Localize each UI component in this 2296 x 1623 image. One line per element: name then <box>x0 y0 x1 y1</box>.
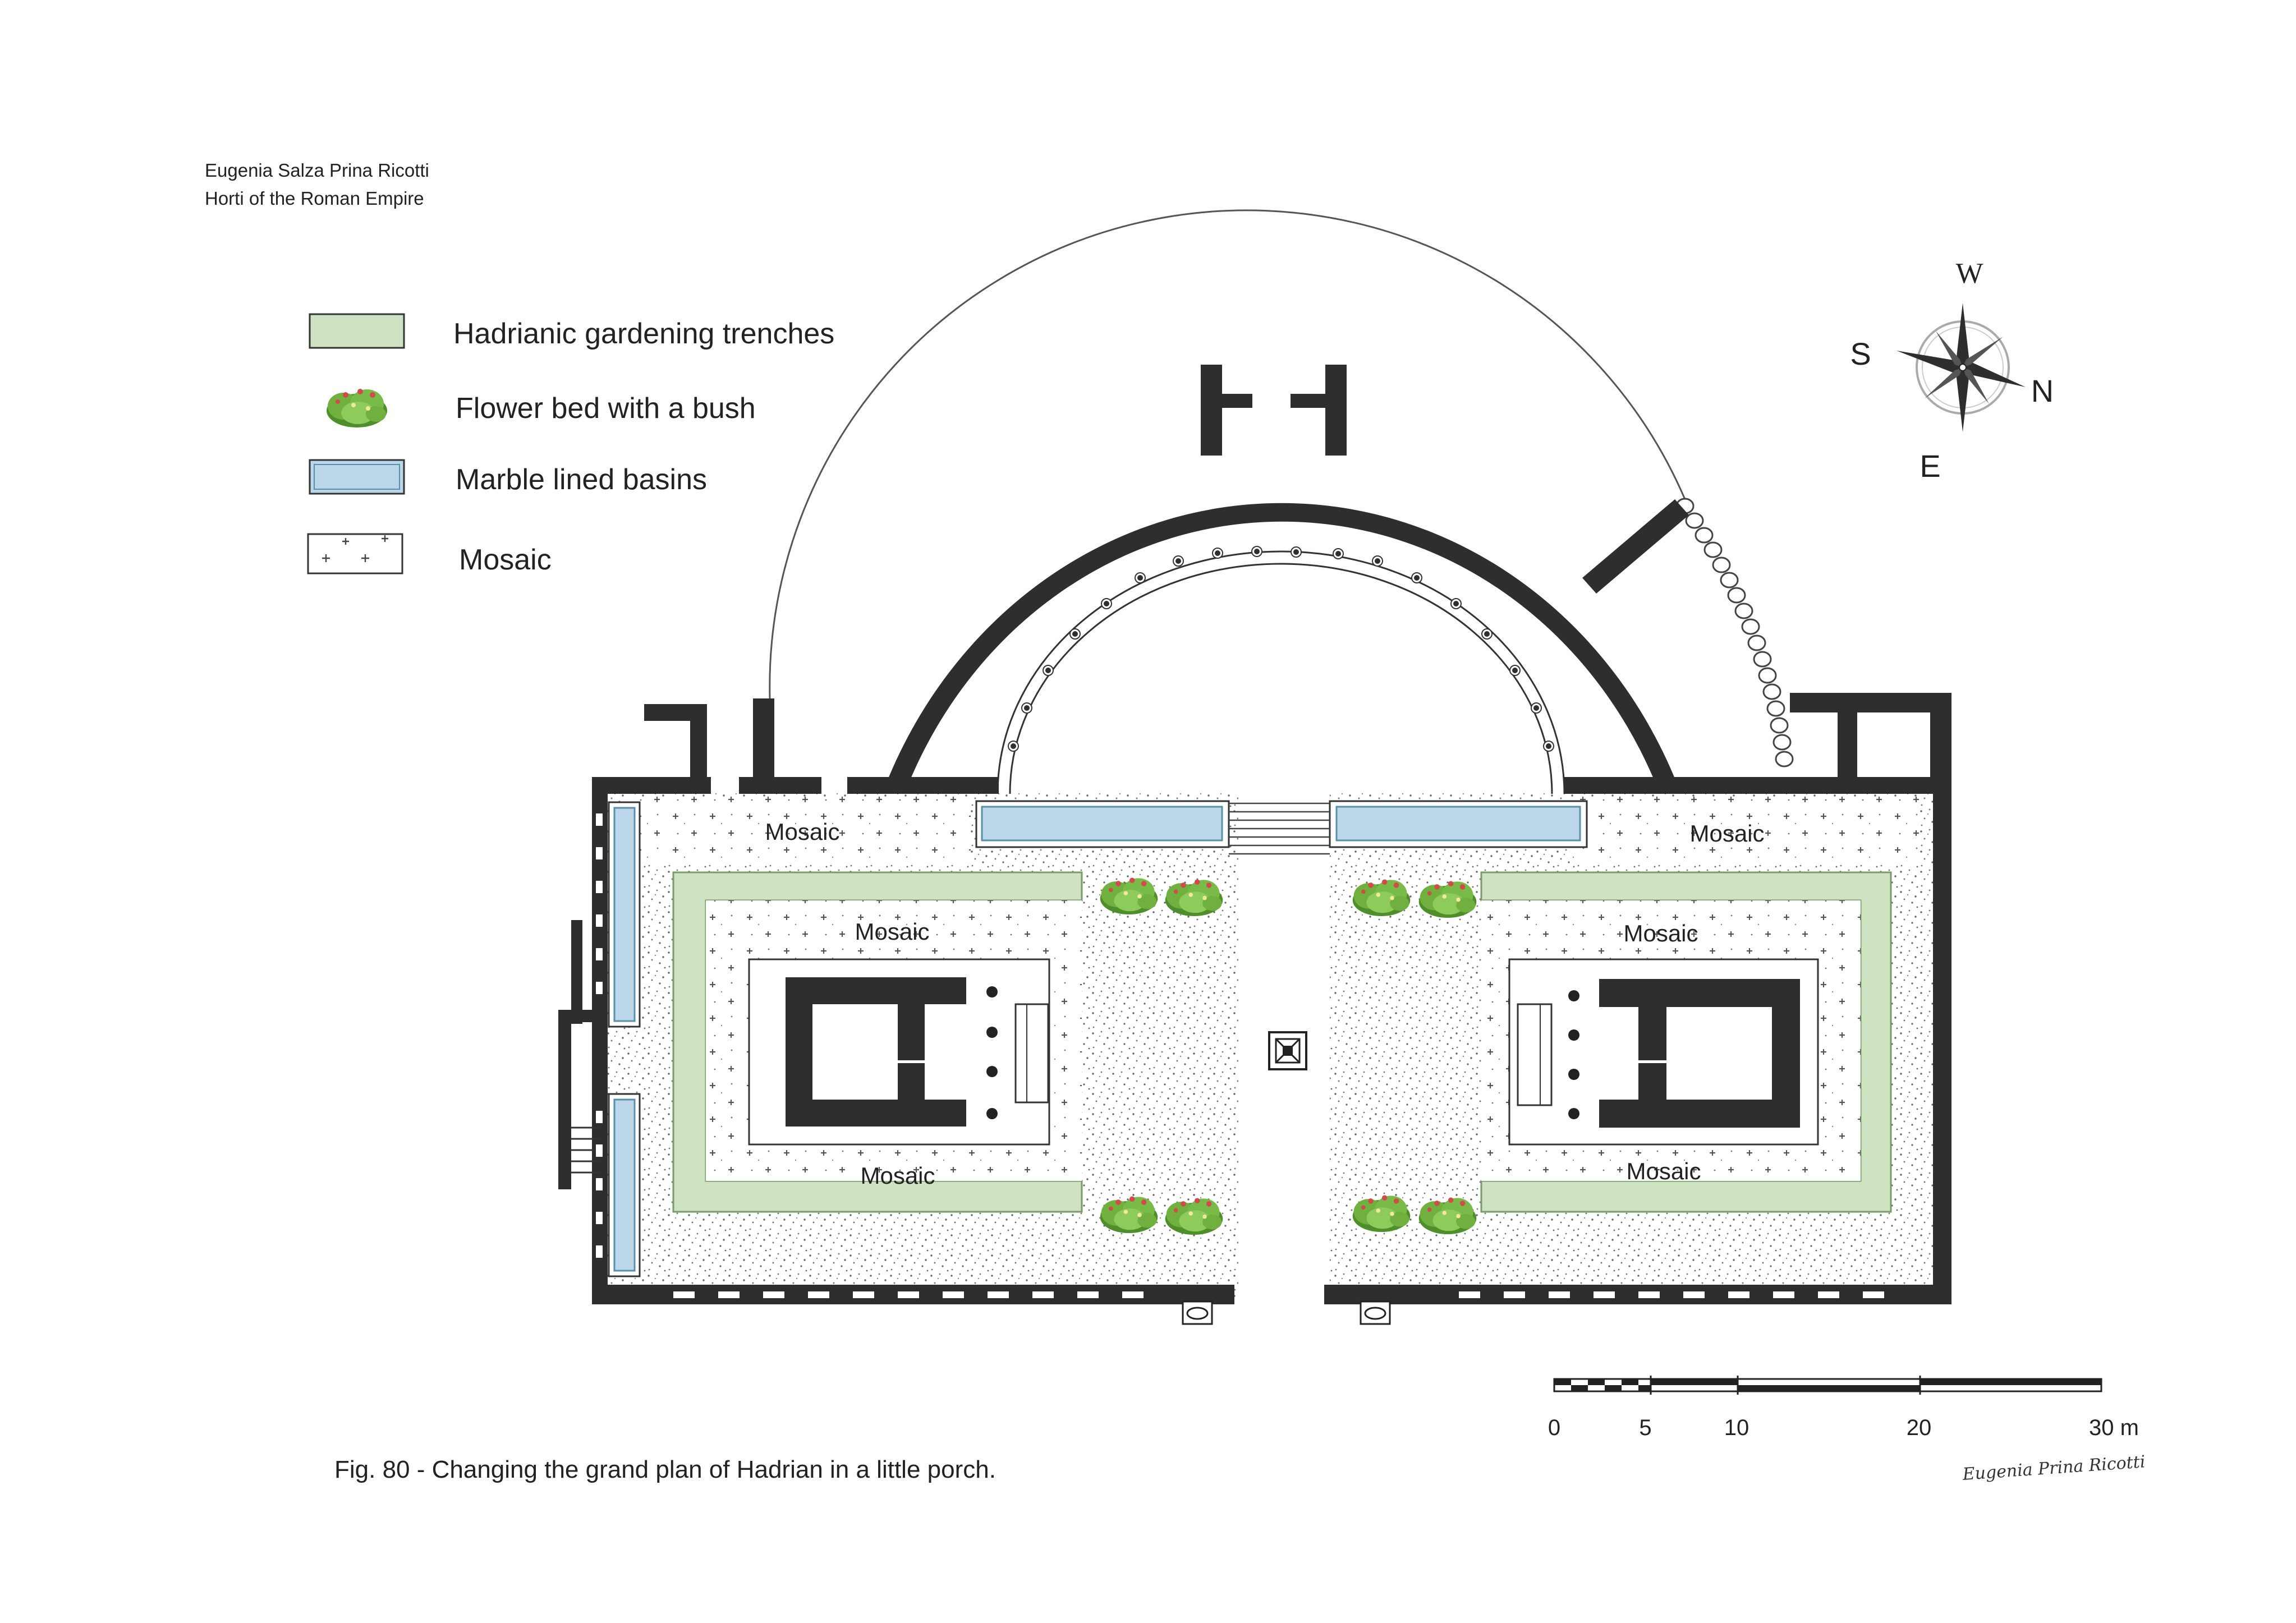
legend-flower-swatch <box>327 389 387 427</box>
legend-mosaic-swatch <box>307 533 403 574</box>
northwest-room-wall <box>753 698 774 785</box>
right-altar <box>1517 1003 1553 1106</box>
scale-bar: 0 5 10 20 30 m <box>1548 1376 2139 1440</box>
flower-bed <box>1100 1196 1158 1233</box>
flower-bed <box>1418 881 1477 918</box>
left-column <box>986 1108 998 1119</box>
south-wall-right <box>1324 1285 1951 1304</box>
mosaic-label: Mosaic <box>860 1162 935 1189</box>
legend-basin-label: Marble lined basins <box>456 463 707 496</box>
west-stair-wall <box>558 1010 605 1189</box>
left-inner-mosaic <box>706 900 1082 1181</box>
top-wall <box>1564 777 1693 794</box>
author-name: Eugenia Salza Prina Ricotti <box>205 160 429 181</box>
south-wall-windows <box>673 1291 1884 1298</box>
top-wall <box>847 777 999 794</box>
flower-bed <box>1418 1197 1477 1234</box>
legend-flower-label: Flower bed with a bush <box>456 392 756 425</box>
pebble-chain <box>1675 498 1794 767</box>
ne-mosaic <box>1571 797 1919 864</box>
drain-right <box>1360 1300 1391 1325</box>
exedra-wall <box>887 503 1677 783</box>
legend-trench-label: Hadrianic gardening trenches <box>453 318 834 350</box>
right-column <box>1568 1029 1579 1041</box>
scale-label: 10 <box>1724 1415 1749 1440</box>
side-basin-upper <box>613 807 636 1022</box>
colonnade-inner-line <box>1009 563 1553 794</box>
legend: Hadrianic gardening trenches Flower bed … <box>307 313 834 576</box>
side-basin-lower <box>613 1098 636 1272</box>
compass-rose: W S N E <box>1850 258 2054 484</box>
left-column <box>986 1066 998 1077</box>
mosaic-label: Mosaic <box>765 819 839 845</box>
left-column <box>986 1027 998 1038</box>
flower-bed <box>1165 1198 1223 1235</box>
east-wall <box>1933 777 1951 1302</box>
book-title: Horti of the Roman Empire <box>205 188 424 209</box>
right-column <box>1568 990 1579 1001</box>
mosaic-label: Mosaic <box>1623 920 1698 946</box>
compass-top-label: W <box>1955 258 1983 289</box>
right-inner-mosaic <box>1481 900 1861 1181</box>
left-column <box>986 986 998 997</box>
compass-right-label: N <box>2031 373 2054 408</box>
northwest-room-wall <box>644 704 707 785</box>
drain-left <box>1182 1300 1213 1325</box>
mosaic-label: Mosaic <box>1626 1158 1701 1184</box>
basin-top-left <box>981 806 1223 842</box>
top-wall <box>1693 777 1951 794</box>
mosaic-label: Mosaic <box>855 918 929 945</box>
diagonal-wall <box>1582 499 1689 594</box>
legend-basin-swatch <box>309 459 405 495</box>
right-shrine-walls <box>1599 979 1800 1128</box>
top-wall <box>739 777 821 794</box>
colonnade-columns <box>1008 546 1554 752</box>
mosaic-label: Mosaic <box>1689 820 1764 847</box>
right-column <box>1568 1069 1579 1080</box>
flower-bed <box>1100 877 1158 914</box>
west-stairs <box>571 1127 600 1174</box>
northeast-room-wall <box>1790 693 1951 785</box>
outer-arc-line <box>769 209 1686 699</box>
compass-bottom-label: E <box>1920 448 1940 484</box>
scale-label: 20 <box>1907 1415 1932 1440</box>
scale-label: 0 <box>1548 1415 1560 1440</box>
west-wall-windows <box>596 813 603 1258</box>
nw-mosaic <box>628 797 971 864</box>
legend-trench-swatch <box>309 313 405 349</box>
colonnade-outer-line <box>997 550 1565 794</box>
compass-left-label: S <box>1850 336 1871 371</box>
scale-label: 30 m <box>2089 1415 2139 1440</box>
flower-bed <box>1352 879 1411 916</box>
apse-niche-right <box>1291 365 1347 456</box>
flower-bed <box>1352 1195 1411 1232</box>
left-shrine-walls <box>786 977 966 1127</box>
figure-caption: Fig. 80 - Changing the grand plan of Had… <box>334 1456 996 1483</box>
central-steps <box>1229 802 1330 855</box>
apse-niche-left <box>1201 365 1252 456</box>
legend-mosaic-label: Mosaic <box>459 544 552 576</box>
flower-bed <box>1165 879 1223 916</box>
basin-top-right <box>1335 806 1581 842</box>
left-altar <box>1014 1003 1049 1104</box>
west-buttress <box>571 920 582 1024</box>
scale-label: 5 <box>1639 1415 1651 1440</box>
scale-labels: 0 5 10 20 30 m <box>1548 1415 2139 1440</box>
right-column <box>1568 1108 1579 1119</box>
central-fountain <box>1268 1031 1307 1070</box>
signature: Eugenia Prina Ricotti <box>1962 1452 2146 1484</box>
